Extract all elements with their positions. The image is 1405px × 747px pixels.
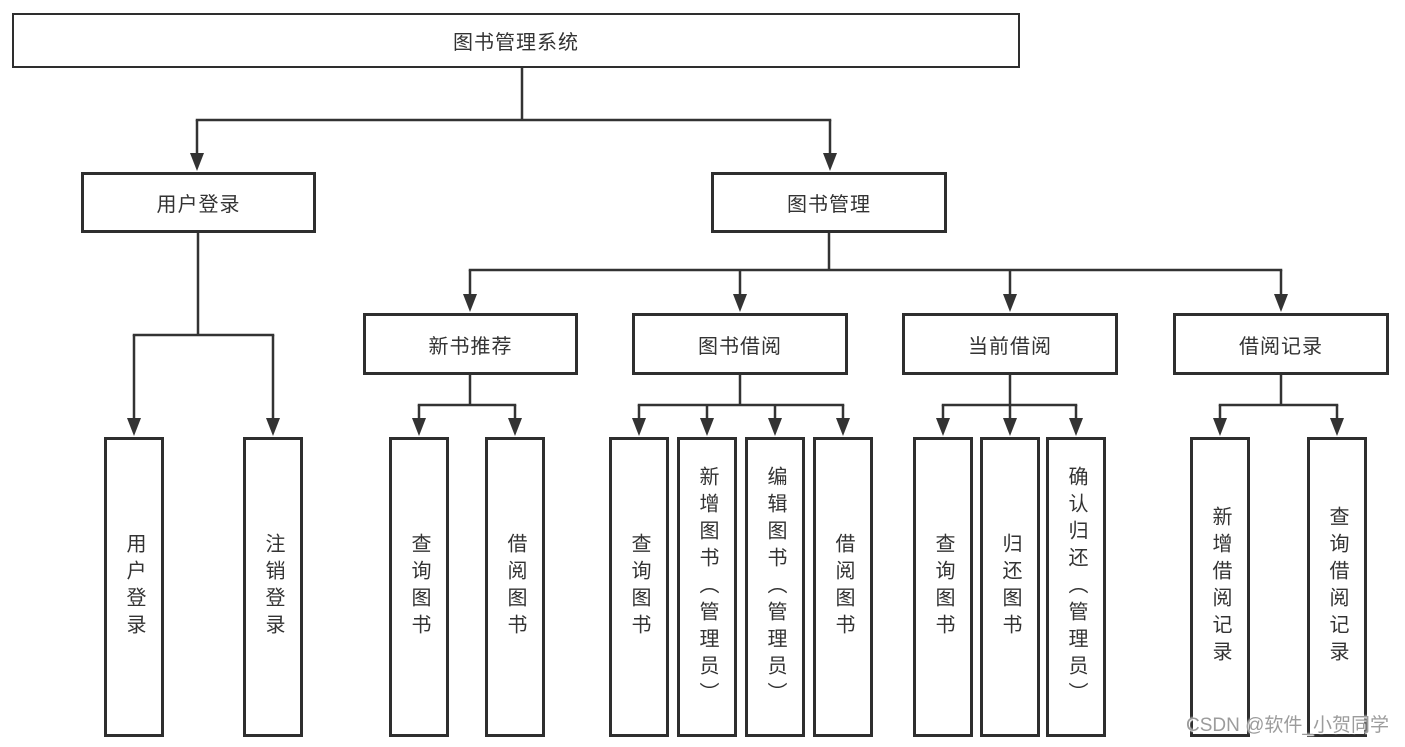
arrowhead	[266, 418, 280, 436]
leaf-borrow-borrow-book: 借阅图书	[813, 437, 873, 737]
arrowhead	[412, 418, 426, 436]
leaf-record-query-record: 查询借阅记录	[1307, 437, 1367, 737]
leaf-borrow-add-book-admin-label: 新增图书（管理员）	[696, 465, 718, 709]
leaf-logout-label: 注销登录	[262, 533, 284, 641]
leaf-recommend-query-book: 查询图书	[389, 437, 449, 737]
node-borrow-record-label: 借阅记录	[1239, 335, 1323, 358]
leaf-current-query-book-label: 查询图书	[932, 533, 954, 641]
arrowhead	[823, 153, 837, 171]
node-new-book-recommend-label: 新书推荐	[428, 335, 513, 358]
node-current-borrow-label: 当前借阅	[968, 335, 1052, 358]
arrowhead	[463, 294, 477, 312]
leaf-record-add-record: 新增借阅记录	[1190, 437, 1250, 737]
arrowhead	[1003, 418, 1017, 436]
arrowhead	[1330, 418, 1344, 436]
node-user-login-branch: 用户登录	[81, 172, 316, 233]
arrowhead	[190, 153, 204, 171]
arrowhead	[1213, 418, 1227, 436]
arrowhead	[836, 418, 850, 436]
leaf-record-add-record-label: 新增借阅记录	[1209, 506, 1231, 668]
csdn-watermark: CSDN @软件_小贺同学	[1186, 715, 1389, 736]
node-current-borrow: 当前借阅	[902, 313, 1118, 375]
leaf-current-return-book-label: 归还图书	[999, 533, 1021, 641]
node-root-label: 图书管理系统	[453, 32, 579, 54]
leaf-recommend-borrow-book: 借阅图书	[485, 437, 545, 737]
leaf-current-confirm-return-admin-label: 确认归还（管理员）	[1065, 465, 1087, 709]
leaf-recommend-borrow-book-label: 借阅图书	[504, 533, 526, 641]
leaf-current-return-book: 归还图书	[980, 437, 1040, 737]
leaf-current-query-book: 查询图书	[913, 437, 973, 737]
node-new-book-recommend: 新书推荐	[363, 313, 578, 375]
leaf-borrow-edit-book-admin-label: 编辑图书（管理员）	[764, 465, 786, 709]
leaf-recommend-query-book-label: 查询图书	[408, 533, 430, 641]
leaf-current-confirm-return-admin: 确认归还（管理员）	[1046, 437, 1106, 737]
leaf-borrow-edit-book-admin: 编辑图书（管理员）	[745, 437, 805, 737]
node-user-login-branch-label: 用户登录	[156, 194, 241, 216]
leaf-borrow-borrow-book-label: 借阅图书	[832, 533, 854, 641]
arrowhead	[700, 418, 714, 436]
arrowhead	[508, 418, 522, 436]
arrowhead	[768, 418, 782, 436]
arrowhead	[632, 418, 646, 436]
leaf-record-query-record-label: 查询借阅记录	[1326, 506, 1348, 668]
leaf-logout: 注销登录	[243, 437, 303, 737]
node-book-management-branch-label: 图书管理	[787, 194, 871, 216]
leaf-user-login-label: 用户登录	[123, 533, 145, 641]
leaf-borrow-add-book-admin: 新增图书（管理员）	[677, 437, 737, 737]
leaf-borrow-query-book-label: 查询图书	[628, 533, 650, 641]
leaf-borrow-query-book: 查询图书	[609, 437, 669, 737]
node-book-borrow-label: 图书借阅	[698, 335, 782, 358]
arrowhead	[1003, 294, 1017, 312]
leaf-user-login: 用户登录	[104, 437, 164, 737]
node-book-management-branch: 图书管理	[711, 172, 947, 233]
arrowhead	[1069, 418, 1083, 436]
arrowhead	[1274, 294, 1288, 312]
arrowhead	[936, 418, 950, 436]
node-borrow-record: 借阅记录	[1173, 313, 1389, 375]
node-book-borrow: 图书借阅	[632, 313, 848, 375]
arrowhead	[733, 294, 747, 312]
node-root-system: 图书管理系统	[12, 13, 1020, 68]
arrowhead	[127, 418, 141, 436]
